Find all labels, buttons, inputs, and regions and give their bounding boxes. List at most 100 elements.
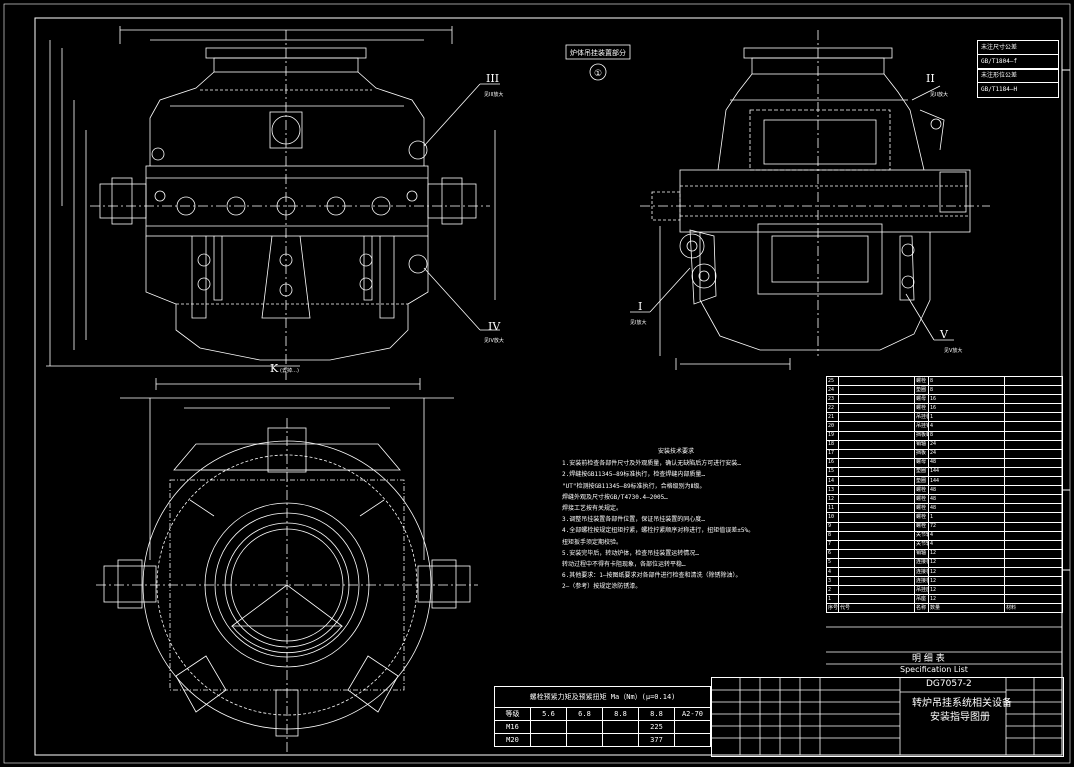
bom-row: 5连接板12	[826, 557, 1063, 568]
bom-row: 2吊挂座12	[826, 585, 1063, 596]
bom-cell: 12	[928, 566, 1005, 578]
bom-cell: 144	[928, 466, 1005, 478]
bom-cell	[838, 457, 915, 468]
torque-header-cell: 8.8	[602, 707, 639, 721]
bom-cell: 螺母 M20	[914, 457, 929, 468]
bom-cell: 螺栓 M20×70	[914, 485, 929, 496]
bom-cell: 销轴	[914, 548, 929, 559]
torque-header-cell: 8.8	[638, 707, 675, 721]
std-caption-2: 未注形位公差	[978, 69, 1058, 83]
bom-cell: 20	[826, 421, 839, 432]
bom-cell	[838, 503, 915, 514]
bom-cell: 21	[826, 412, 839, 423]
roman-v: V	[939, 328, 949, 341]
bom-cell: 12	[928, 557, 1005, 568]
note-line: 1.安装前检查各部件尺寸及外观质量，确认无缺陷后方可进行安装…	[562, 460, 741, 468]
bom-cell: 2	[826, 585, 839, 596]
bom-header-row: 序号代号名称数量材料	[826, 603, 1063, 614]
bom-cell	[1004, 385, 1063, 396]
note-line: 2.焊缝按GB11345—89标准执行，检查焊缝内部质量…	[562, 471, 705, 479]
note-line: 6.其他要求：1—按图纸要求对各部件进行检查和清洗（除锈除油）。	[562, 572, 742, 580]
roman-ii: II	[926, 72, 935, 85]
bom-row: 21吊挂装置1	[826, 412, 1063, 423]
bom-header-cell: 名称	[914, 603, 929, 614]
bom-cell	[838, 476, 915, 487]
bom-cell: 10	[826, 512, 839, 523]
note-line: "UT"检测按GB11345—89标准执行，合格级别为Ⅱ级。	[562, 482, 706, 490]
bom-row: 20吊挂销轴4	[826, 421, 1063, 432]
bom-cell	[1004, 448, 1063, 459]
bom-cell: 垫圈 M20	[914, 476, 929, 487]
bom-cell	[838, 494, 915, 505]
bom-cell	[838, 485, 915, 496]
bom-cell	[838, 375, 915, 387]
bom-cell	[838, 448, 915, 459]
bom-cell: 关节轴承 GE16HE/UT	[914, 539, 929, 550]
bom-cell: 16	[928, 394, 1005, 405]
bom-cell: 连接板	[914, 557, 929, 568]
bom-header-cell: 代号	[838, 603, 915, 614]
bom-row: 9螺栓 25 D=10472	[826, 521, 1063, 532]
bom-cell: 螺栓 M16×80	[914, 403, 929, 414]
bom-cell	[1004, 412, 1063, 423]
bom-cell: 8	[928, 375, 1005, 387]
bom-cell	[1004, 394, 1063, 405]
bom-cell: 12	[928, 594, 1005, 605]
svg-text:见II放大: 见II放大	[930, 91, 948, 98]
bom-caption-en: Specification List	[900, 665, 968, 674]
bom-cell: 挡板	[914, 448, 929, 459]
bom-cell	[1004, 594, 1063, 605]
bom-cell: 18	[826, 439, 839, 450]
bom-cell: 1	[826, 594, 839, 605]
bom-cell: 9	[826, 521, 839, 532]
bom-cell: 144	[928, 476, 1005, 487]
bom-cell	[838, 385, 915, 396]
bom-cell	[838, 530, 915, 541]
bom-cell	[1004, 512, 1063, 523]
view-labels: III IV II I V K	[270, 72, 949, 375]
bom-cell: 14	[826, 476, 839, 487]
bom-cell: 24	[928, 439, 1005, 450]
bom-cell: 11	[826, 503, 839, 514]
torque-cell	[566, 720, 603, 734]
part-label-box: 炉体吊挂装置部分 ①	[565, 44, 631, 81]
torque-cell: M20	[494, 733, 531, 747]
bom-cell: 吊挂销轴	[914, 421, 929, 432]
bom-cell	[838, 585, 915, 596]
svg-text:见I放大: 见I放大	[630, 319, 646, 326]
bom-cell: 16	[928, 403, 1005, 414]
bom-row: 4连接板(一)12	[826, 566, 1063, 578]
std-value-2: GB/T1184—H	[981, 86, 1018, 93]
note-line: 焊缝外观及尺寸按GB/T4730.4—2005…	[562, 493, 668, 501]
tolerance-standards-2: 未注形位公差 GB/T1184—H	[977, 68, 1059, 98]
bom-cell: 3	[826, 576, 839, 587]
torque-cell	[674, 733, 711, 747]
torque-cell: M16	[494, 720, 531, 734]
bom-cell	[1004, 530, 1063, 541]
bom-cell: 挡板螺栓	[914, 430, 929, 441]
bom-cell	[1004, 375, 1063, 387]
bom-cell	[1004, 566, 1063, 578]
bom-cell: 12	[928, 576, 1005, 587]
part-label-text: 炉体吊挂装置部分	[570, 48, 626, 57]
bom-row: 19挡板螺栓8	[826, 430, 1063, 441]
bom-cell: 4	[928, 530, 1005, 541]
roman-i: I	[638, 300, 642, 313]
part-index: ①	[594, 69, 602, 79]
bom-cell	[1004, 403, 1063, 414]
bom-cell	[838, 566, 915, 578]
tolerance-standards: 未注尺寸公差 GB/T1804—f	[977, 40, 1059, 70]
drawing-number: DG7057-2	[926, 679, 972, 689]
bom-cell	[1004, 557, 1063, 568]
